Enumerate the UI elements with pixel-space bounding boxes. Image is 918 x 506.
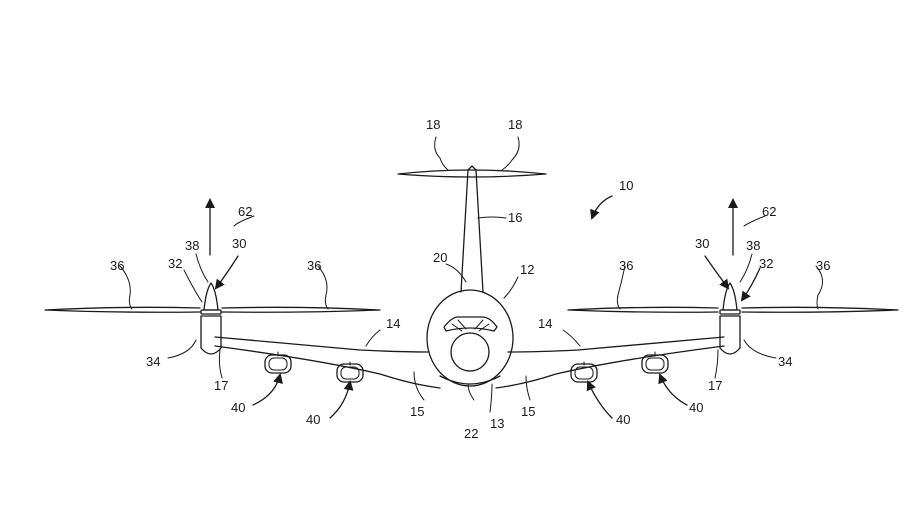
left-rotor-assembly: [44, 282, 381, 355]
right-outer-blade: [741, 306, 899, 313]
label-engine-left-inner: 40: [306, 412, 320, 427]
label-engine-right-outer: 40: [689, 400, 703, 415]
label-lower-fuselage: 13: [490, 416, 504, 431]
label-thrust-right: 62: [762, 204, 776, 219]
engine-left-inner: [336, 361, 364, 383]
label-hub-right: 32: [759, 256, 773, 271]
label-spinner-right: 38: [746, 238, 760, 253]
reference-numerals: 18 18 10 16 20 12 14 14 15 15 22 13 62 6…: [110, 117, 830, 441]
label-wing-right: 14: [538, 316, 552, 331]
engine-pods: [264, 351, 669, 383]
vertical-tail: [460, 165, 484, 293]
label-wing-left: 14: [386, 316, 400, 331]
label-wingtip-right: 17: [708, 378, 722, 393]
label-nacelle-left: 34: [146, 354, 160, 369]
engine-right-inner: [570, 361, 598, 383]
label-blade-left-inner: 36: [307, 258, 321, 273]
thrust-arrows: [205, 198, 738, 256]
label-engine-right-inner: 40: [616, 412, 630, 427]
label-rotor-right: 30: [695, 236, 709, 251]
engine-left-outer: [264, 351, 292, 374]
label-h-stab-right: 18: [508, 117, 522, 132]
label-nacelle-right: 34: [778, 354, 792, 369]
label-assembly: 10: [619, 178, 633, 193]
label-hub-left: 32: [168, 256, 182, 271]
left-inner-blade: [221, 306, 381, 313]
label-fuselage: 12: [520, 262, 534, 277]
right-wing: [495, 336, 725, 389]
label-blade-left-outer: 36: [110, 258, 124, 273]
right-spinner: [722, 282, 738, 311]
label-thrust-left: 62: [238, 204, 252, 219]
right-rotor-assembly: [567, 282, 899, 355]
left-spinner: [203, 282, 219, 311]
label-blade-right-outer: 36: [816, 258, 830, 273]
label-blade-right-inner: 36: [619, 258, 633, 273]
fuselage: [426, 289, 514, 387]
left-outer-blade: [44, 306, 201, 313]
label-wing-root-right: 15: [521, 404, 535, 419]
label-tail-root: 20: [433, 250, 447, 265]
label-spinner-left: 38: [185, 238, 199, 253]
label-wing-root-left: 15: [410, 404, 424, 419]
left-wing: [214, 336, 441, 389]
right-inner-blade: [567, 306, 719, 313]
leader-lines: [119, 136, 823, 419]
engine-right-outer: [641, 351, 669, 374]
horizontal-stabilizer: [397, 169, 547, 178]
label-vertical-tail: 16: [508, 210, 522, 225]
left-nacelle: [200, 315, 222, 355]
label-rotor-left: 30: [232, 236, 246, 251]
label-wingtip-left: 17: [214, 378, 228, 393]
label-h-stab-left: 18: [426, 117, 440, 132]
right-nacelle: [719, 315, 741, 355]
left-hub: [200, 309, 222, 315]
label-fuselage-bottom: 22: [464, 426, 478, 441]
right-hub: [719, 309, 741, 315]
label-engine-left-outer: 40: [231, 400, 245, 415]
